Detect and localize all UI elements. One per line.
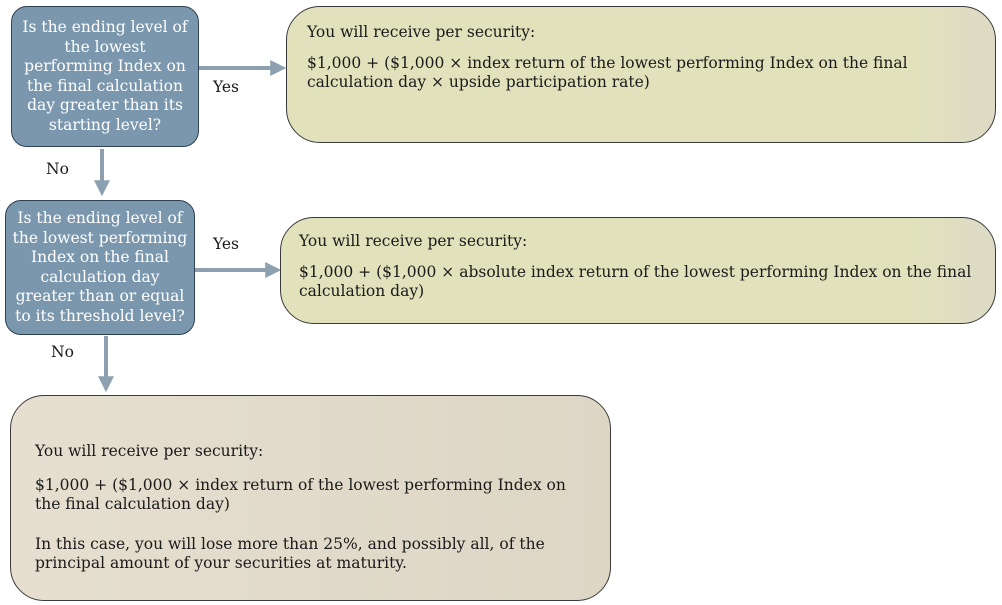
- yes-label-2: Yes: [213, 235, 240, 253]
- outcome-loss-box: You will receive per security: $1,000 + …: [10, 395, 611, 601]
- outcome-absolute-formula: $1,000 + ($1,000 × absolute index return…: [299, 262, 972, 301]
- yes-label-1: Yes: [213, 78, 240, 96]
- outcome-loss-note: In this case, you will lose more than 25…: [35, 534, 545, 573]
- outcome-upside-heading: You will receive per security:: [307, 23, 536, 41]
- question-2-text: Is the ending level of the lowest perfor…: [12, 209, 188, 325]
- question-1-text: Is the ending level of the lowest perfor…: [22, 18, 188, 134]
- outcome-absolute-box: You will receive per security: $1,000 + …: [280, 217, 996, 324]
- outcome-loss-heading: You will receive per security:: [35, 442, 264, 460]
- outcome-upside-box: You will receive per security: $1,000 + …: [286, 6, 996, 143]
- no-label-1: No: [46, 160, 69, 178]
- question-above-threshold-level: Is the ending level of the lowest perfor…: [5, 200, 195, 335]
- no-label-2: No: [51, 343, 74, 361]
- question-above-starting-level: Is the ending level of the lowest perfor…: [11, 6, 199, 147]
- outcome-absolute-heading: You will receive per security:: [299, 232, 528, 250]
- outcome-upside-formula: $1,000 + ($1,000 × index return of the l…: [307, 53, 908, 92]
- outcome-loss-formula: $1,000 + ($1,000 × index return of the l…: [35, 475, 566, 514]
